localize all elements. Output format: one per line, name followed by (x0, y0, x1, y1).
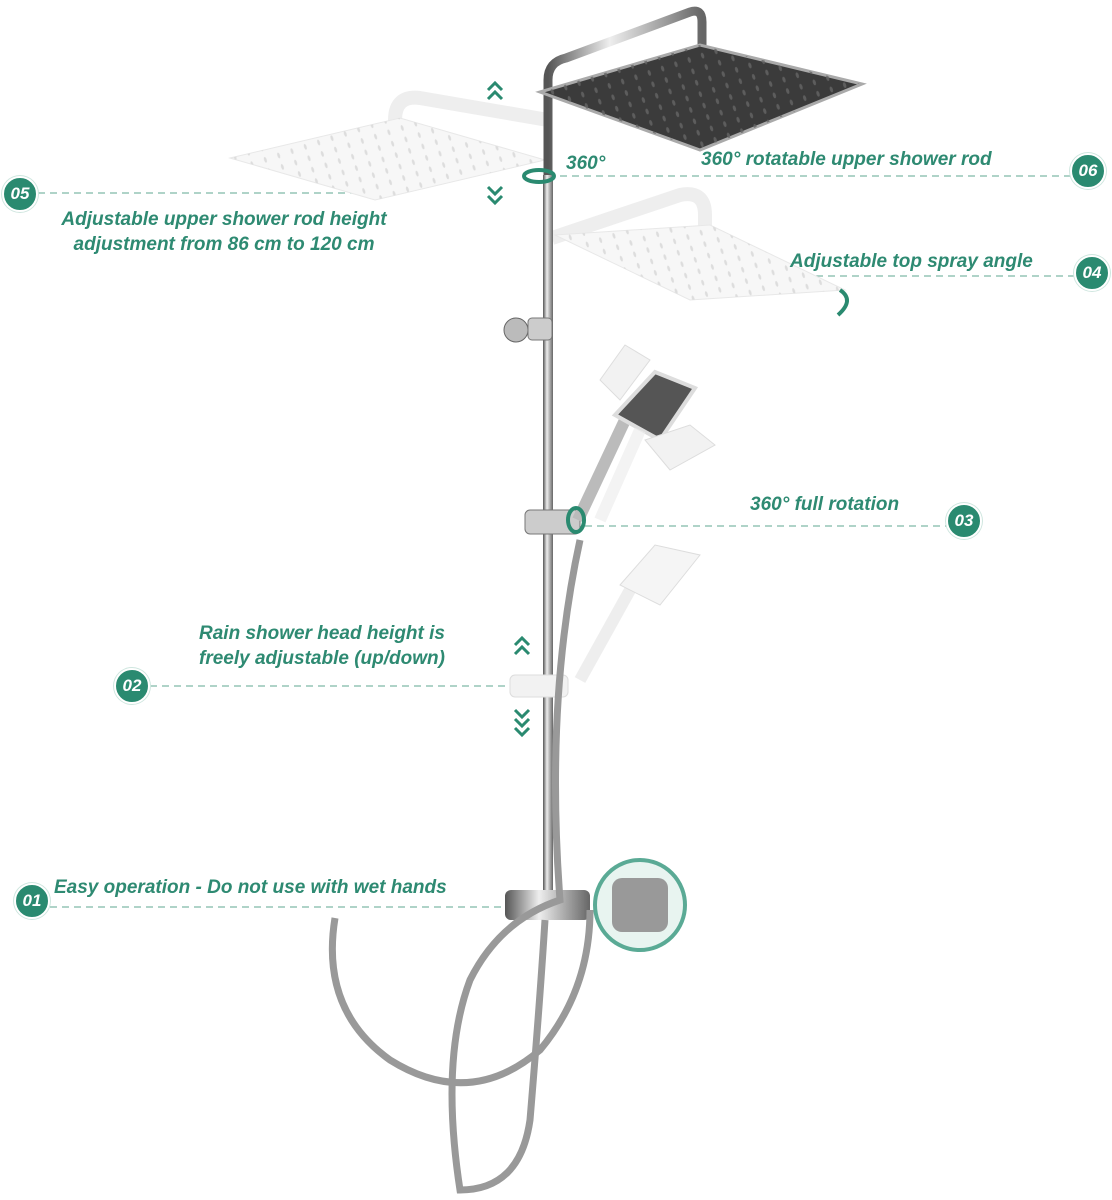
rotation-arrow-icons (522, 168, 849, 534)
callout-text-03: 360° full rotation (750, 494, 900, 515)
callout-text-01: Easy operation - Do not use with wet han… (54, 877, 447, 898)
rain-shower-head (535, 6, 867, 180)
hoses (328, 539, 594, 1194)
up-down-chevron-icons (486, 80, 531, 738)
ghost-shower-head-left (228, 90, 550, 201)
callout-badge-01: 01 (14, 883, 50, 919)
callout-badge-04: 04 (1074, 255, 1110, 291)
callout-text-06: 360° rotatable upper shower rod (701, 149, 992, 170)
mixer-valve (505, 858, 687, 952)
rotation-label: 360° (566, 153, 606, 174)
callout-badge-05: 05 (2, 176, 38, 212)
leader-lines (38, 175, 1074, 908)
callout-text-04: Adjustable top spray angle (790, 251, 1033, 272)
callout-badge-02: 02 (114, 668, 150, 704)
wall-bracket (503, 317, 529, 343)
callout-badge-06: 06 (1070, 153, 1106, 189)
callout-text-02-line1: Rain shower head height is (199, 623, 445, 644)
hand-shower (509, 344, 716, 698)
shower-rod (543, 175, 553, 895)
callout-text-02-line2: freely adjustable (up/down) (199, 648, 445, 669)
callout-badge-03: 03 (946, 503, 982, 539)
callout-text-05-line2: adjustment from 86 cm to 120 cm (73, 234, 375, 255)
ghost-shower-head-right (549, 187, 847, 301)
callout-text-05-line1: Adjustable upper shower rod height (61, 209, 387, 230)
